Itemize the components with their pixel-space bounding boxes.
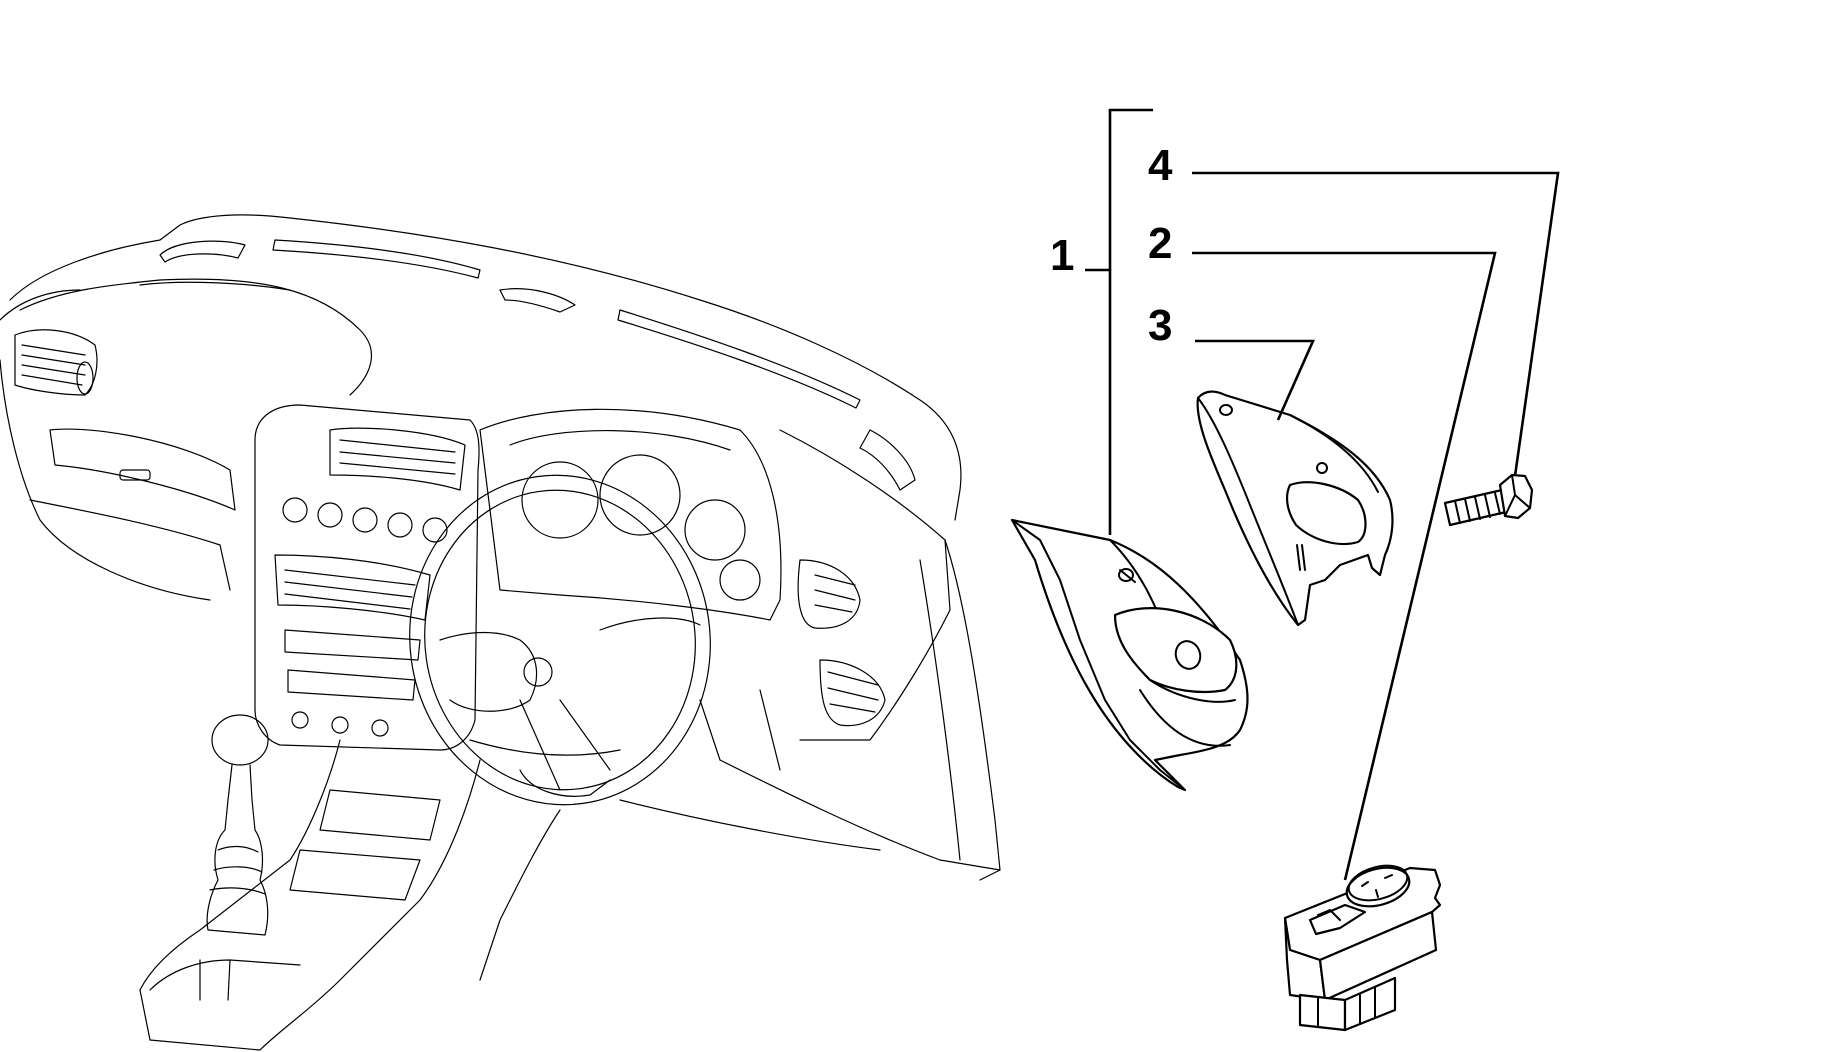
callout-2: 2 — [1148, 219, 1172, 268]
leader-lines — [1085, 108, 1560, 881]
leader-line-1 — [1085, 108, 1153, 272]
callout-4: 4 — [1148, 141, 1173, 190]
leader-line-4 — [1192, 171, 1560, 477]
leader-line-3 — [1195, 339, 1315, 421]
mounting-bracket-icon — [1196, 390, 1394, 627]
leader-line-2 — [1192, 251, 1497, 881]
callout-3: 3 — [1148, 301, 1172, 350]
screw-icon — [1443, 473, 1534, 527]
dashboard-assembly-icon — [0, 214, 1001, 1051]
mirror-cover-icon — [1010, 518, 1249, 792]
callout-1: 1 — [1050, 231, 1074, 280]
mirror-switch-icon — [1283, 864, 1442, 1032]
